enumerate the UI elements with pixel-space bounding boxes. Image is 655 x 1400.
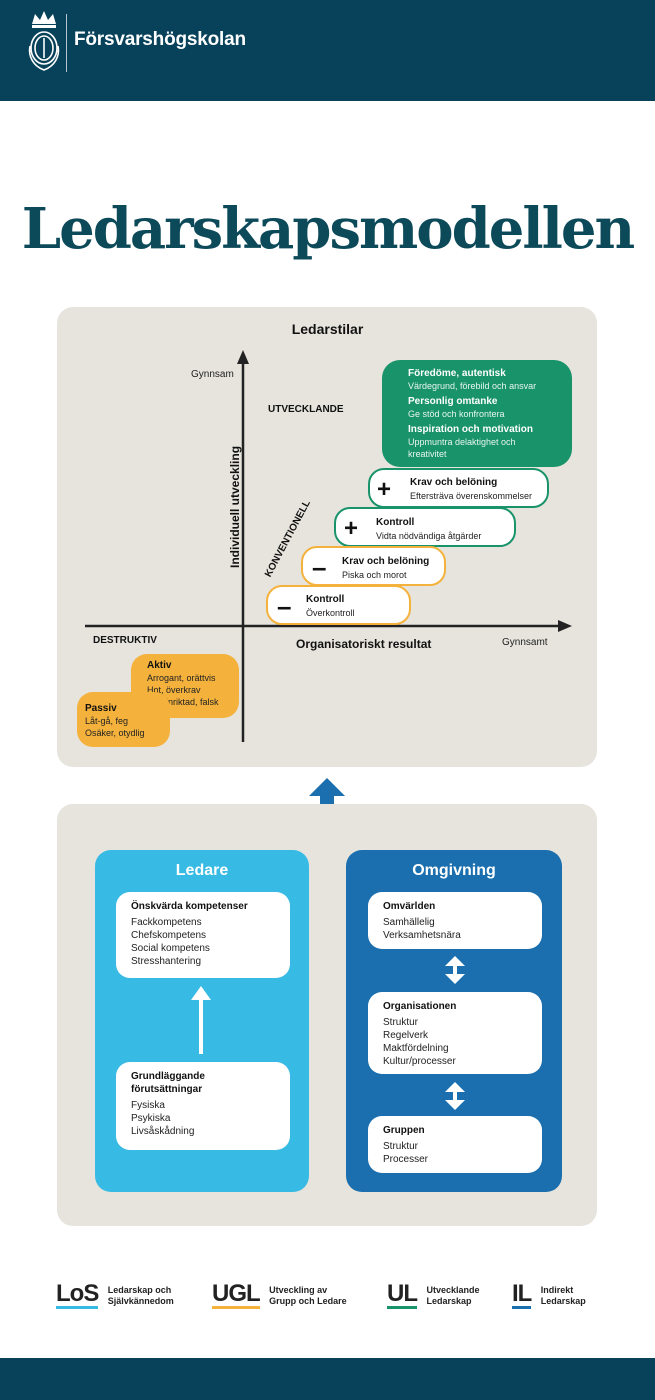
logo-text: Ledarskap och — [107, 1284, 172, 1295]
axes — [85, 350, 572, 742]
destructive-line: Låt-gå, feg — [85, 716, 129, 726]
logo-text: Ledarskap — [426, 1295, 472, 1306]
card-line: Processer — [383, 1154, 429, 1165]
plus-icon: + — [344, 515, 359, 542]
destructive-line: Osäker, otydlig — [85, 728, 145, 738]
logo-ul: UL Utvecklande Ledarskap — [387, 1282, 479, 1309]
conventional-pill-1: + Krav och belöning Eftersträva överensk… — [368, 468, 549, 508]
card-line: Kultur/processer — [383, 1056, 456, 1067]
environment-title: Omgivning — [412, 862, 496, 879]
destructive-passive-box: Passiv Låt-gå, feg Osäker, otydlig — [77, 692, 170, 747]
header-bar — [0, 0, 655, 101]
zone-developing-label: UTVECKLANDE — [268, 404, 344, 415]
card-line: Struktur — [383, 1017, 419, 1028]
card-line: Chefskompetens — [131, 930, 207, 941]
x-axis-arrow — [558, 620, 572, 632]
developing-item-title: Inspiration och motivation — [408, 424, 534, 435]
pill-text: Eftersträva överenskommelser — [410, 491, 533, 501]
y-axis-label: Individuell utveckling — [228, 445, 242, 568]
logo-text: Självkännedom — [107, 1295, 174, 1306]
destructive-line: Hot, överkrav — [147, 685, 201, 695]
developing-item-title: Föredöme, autentisk — [408, 368, 506, 379]
destructive-line: Arrogant, orättvis — [147, 673, 216, 683]
card-line: Struktur — [383, 1141, 419, 1152]
card-line: Social kompetens — [131, 943, 210, 954]
minus-icon: – — [277, 591, 292, 621]
env-card-world: Omvärlden Samhällelig Verksamhetsnära — [368, 892, 542, 949]
zone-destructive-label: DESTRUKTIV — [93, 635, 157, 646]
x-axis-label: Organisatoriskt resultat — [296, 637, 432, 651]
logo-text: Grupp och Ledare — [269, 1295, 347, 1306]
card-title: Gruppen — [383, 1125, 425, 1136]
org-name: Försvarshögskolan — [74, 29, 246, 50]
card-line: Regelverk — [383, 1030, 429, 1041]
conventional-pill-3: – Krav och belöning Piska och morot — [301, 546, 446, 586]
pill-title: Kontroll — [376, 517, 415, 528]
conventional-pill-2: + Kontroll Vidta nödvändiga åtgärder — [334, 507, 516, 547]
logo-text: Utvecklande — [426, 1284, 480, 1295]
logo-mark: LoS — [56, 1280, 99, 1309]
double-arrow-icon — [445, 956, 465, 984]
destructive-title: Passiv — [85, 703, 117, 714]
env-card-organisation: Organisationen Struktur Regelverk Maktfö… — [368, 992, 542, 1074]
card-title: Önskvärda kompetenser — [131, 901, 248, 912]
panel-title: Ledarstilar — [291, 321, 364, 337]
pill-title: Kontroll — [306, 594, 345, 605]
conventional-pill-4: – Kontroll Överkontroll — [266, 585, 411, 625]
card-title: Grundläggande förutsättningar — [131, 1071, 205, 1095]
developing-item-text: Uppmuntra delaktighet och kreativitet — [408, 437, 516, 459]
destructive-active-box: Aktiv Arrogant, orättvis Hot, överkrav E… — [131, 654, 239, 718]
pill-text: Vidta nödvändiga åtgärder — [376, 531, 482, 541]
destructive-line: Ego-inriktad, falsk — [147, 697, 219, 707]
card-line: Fysiska — [131, 1100, 165, 1111]
env-card-group: Gruppen Struktur Processer — [368, 1116, 542, 1173]
logo-il: IL Indirekt Ledarskap — [512, 1282, 586, 1309]
leader-title: Ledare — [175, 862, 229, 879]
logo-ugl: UGL Utveckling av Grupp och Ledare — [212, 1282, 347, 1309]
developing-item-text: Värdegrund, förebild och ansvar — [408, 381, 537, 391]
crown-crest-icon — [28, 11, 60, 71]
developing-styles-box: Föredöme, autentisk Värdegrund, förebild… — [382, 360, 572, 467]
logo-text: Ledarskap — [540, 1295, 586, 1306]
y-axis-arrow — [237, 350, 249, 364]
leader-card-competences: Önskvärda kompetenser Fackkompetens Chef… — [116, 892, 290, 978]
pill-title: Krav och belöning — [410, 477, 498, 488]
leader-card-prerequisites: Grundläggande förutsättningar Fysiska Ps… — [116, 1062, 290, 1150]
header-divider — [66, 14, 67, 72]
plus-icon: + — [377, 476, 392, 503]
card-line: Verksamhetsnära — [383, 930, 461, 941]
logo-mark: IL — [512, 1280, 532, 1309]
minus-icon: – — [312, 552, 327, 582]
up-arrow-icon — [191, 986, 211, 1054]
destructive-title: Aktiv — [147, 660, 172, 671]
pill-title: Krav och belöning — [342, 556, 430, 567]
logo-text: Indirekt — [540, 1284, 574, 1295]
up-arrow-icon — [309, 778, 345, 796]
card-line: Maktfördelning — [383, 1043, 449, 1054]
card-line: Fackkompetens — [131, 917, 202, 928]
x-axis-end-label: Gynnsamt — [502, 637, 548, 648]
developing-item-text: Ge stöd och konfrontera — [408, 409, 505, 419]
pill-text: Piska och morot — [342, 570, 407, 580]
card-line: Livsåskådning — [131, 1126, 195, 1137]
card-title: Omvärlden — [383, 901, 436, 912]
footer-bar — [0, 1358, 655, 1400]
logo-los: LoS Ledarskap och Självkännedom — [56, 1282, 174, 1309]
pill-text: Överkontroll — [306, 608, 355, 618]
card-line: Samhällelig — [383, 917, 435, 928]
y-axis-end-label: Gynnsam — [191, 369, 234, 380]
card-line: Stresshantering — [131, 956, 202, 967]
logo-mark: UGL — [212, 1280, 261, 1309]
double-arrow-icon — [445, 1082, 465, 1110]
card-title: Organisationen — [383, 1001, 457, 1012]
logo-mark: UL — [387, 1280, 418, 1309]
developing-item-title: Personlig omtanke — [408, 396, 498, 407]
page-title: Ledarskapsmodellen — [21, 196, 636, 262]
card-line: Psykiska — [131, 1113, 171, 1124]
logo-text: Utveckling av — [269, 1284, 328, 1295]
